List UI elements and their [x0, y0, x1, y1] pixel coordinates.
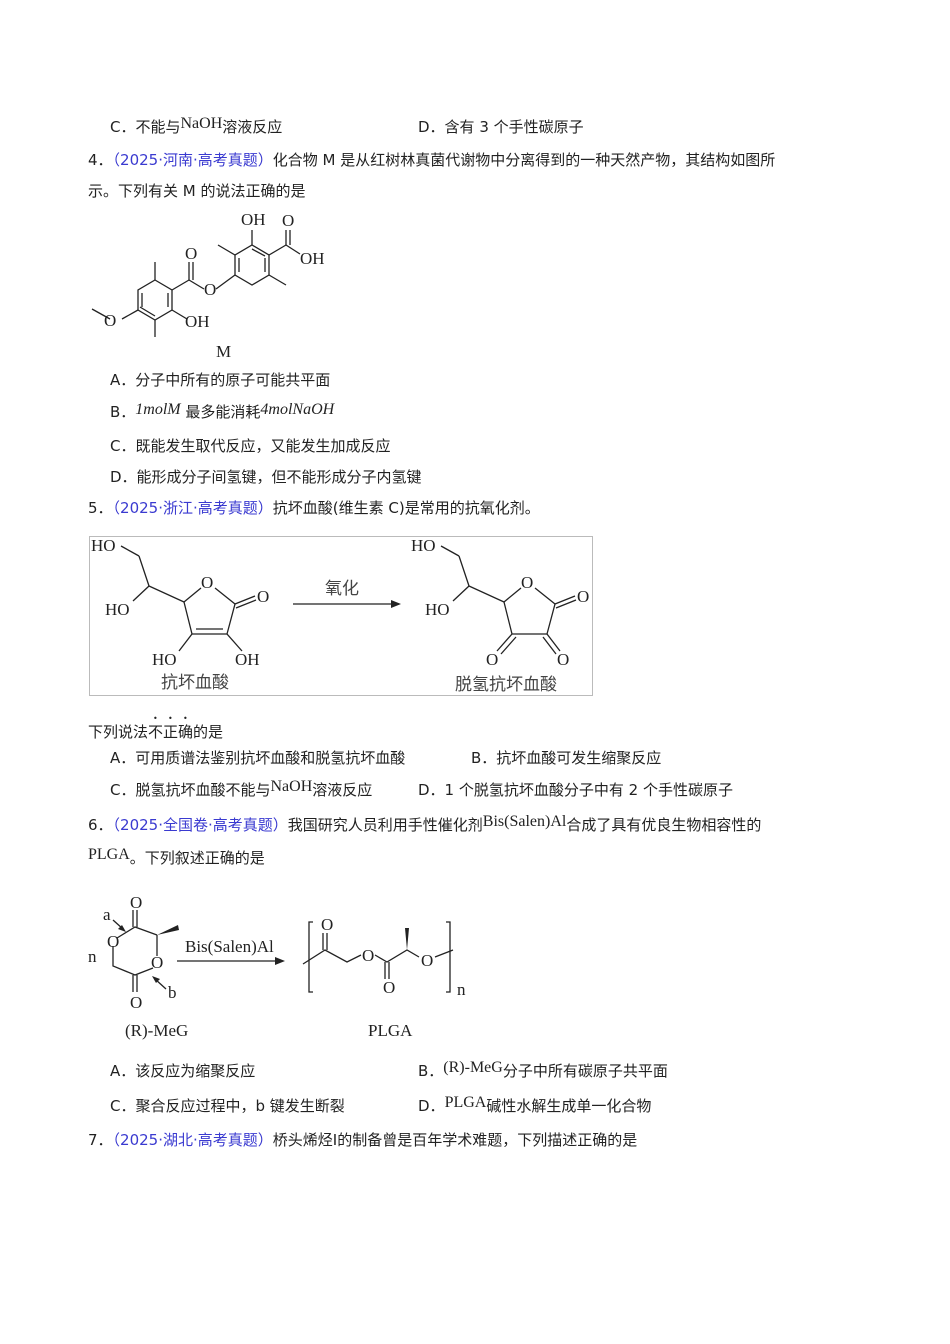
- q5-option-b: B．抗坏血酸可发生缩聚反应: [471, 749, 662, 767]
- question-source: （2025·全国卷·高考真题）: [112, 816, 288, 834]
- question-number: 6．: [88, 816, 113, 834]
- carbonyl-o-label: O: [321, 915, 333, 934]
- formula: NaOH: [270, 778, 313, 795]
- formula: 1molM: [135, 401, 181, 418]
- option-text: 溶液反应: [312, 781, 373, 799]
- question-source: （2025·河南·高考真题）: [112, 151, 273, 169]
- option-text: 最多能消耗: [180, 403, 261, 421]
- stem-text: 抗坏血酸(维生素 C)是常用的抗氧化剂。: [272, 499, 540, 517]
- ring-o-label: O: [521, 573, 533, 592]
- option-text: C．不能与: [110, 118, 181, 136]
- compound-label: M: [216, 342, 231, 361]
- q4-stem-cont: 示。下列有关 M 的说法正确的是: [88, 182, 306, 200]
- stem-text: 我国研究人员利用手性催化剂: [287, 816, 483, 834]
- formula: PLGA: [88, 846, 130, 863]
- formula: (R)-MeG: [443, 1059, 503, 1076]
- q4-option-b: B．1molM 最多能消耗4molNaOH: [110, 401, 335, 423]
- q4-stem: 4．（2025·河南·高考真题）化合物 M 是从红树林真菌代谢物中分离得到的一种…: [88, 150, 775, 170]
- formula: Bis(Salen)Al: [482, 813, 567, 830]
- option-text: D．: [418, 1097, 445, 1115]
- methoxy-o-label: O: [104, 311, 116, 330]
- carbonyl-o-label: O: [577, 587, 589, 606]
- q5-question: 下列说法不正确的是: [88, 714, 223, 742]
- reactant-label: (R)-MeG: [125, 1021, 188, 1040]
- carbonyl-o-label: O: [557, 650, 569, 669]
- q7-stem: 7．（2025·湖北·高考真题）桥头烯烃Ⅰ的制备曾是百年学术难题，下列描述正确的…: [88, 1130, 637, 1150]
- q3-option-c: C．不能与NaOH溶液反应: [110, 115, 283, 138]
- option-text: 溶液反应: [222, 118, 283, 136]
- hydroxyl-label: HO: [91, 536, 116, 555]
- carbonyl-o-label: O: [130, 993, 142, 1012]
- ring-o-label: O: [107, 932, 119, 951]
- ring-o-label: O: [151, 953, 163, 972]
- question-text: 下列说法: [88, 723, 149, 741]
- hydroxyl-label: HO: [105, 600, 130, 619]
- option-text: C．脱氢抗坏血酸不能与: [110, 781, 271, 799]
- question-number: 5．: [88, 499, 113, 517]
- compound-m-structure: OH O OH O O OH O M: [91, 210, 325, 361]
- q6-stem-cont: PLGA。下列叙述正确的是: [88, 846, 265, 869]
- hydroxyl-label: HO: [425, 600, 450, 619]
- hydroxyl-label: OH: [235, 650, 260, 669]
- carbonyl-o-label: O: [383, 978, 395, 997]
- repeat-n-label: n: [457, 980, 466, 999]
- option-text: 分子中所有碳原子共平面: [502, 1062, 668, 1080]
- q6-option-a: A．该反应为缩聚反应: [110, 1062, 256, 1080]
- formula: PLGA: [444, 1094, 487, 1111]
- q5-stem: 5．（2025·浙江·高考真题）抗坏血酸(维生素 C)是常用的抗氧化剂。: [88, 498, 540, 518]
- question-source: （2025·湖北·高考真题）: [112, 1131, 273, 1149]
- q6-option-b: B．(R)-MeG分子中所有碳原子共平面: [418, 1059, 668, 1082]
- q6-stem: 6．（2025·全国卷·高考真题）我国研究人员利用手性催化剂Bis(Salen)…: [88, 813, 762, 836]
- dehydroascorbic-acid-label: 脱氢抗坏血酸: [455, 675, 557, 695]
- ester-o-label: O: [204, 280, 216, 299]
- q5-option-a: A．可用质谱法鉴别抗坏血酸和脱氢抗坏血酸: [110, 749, 406, 767]
- vitamin-c-figure-frame: [89, 536, 593, 696]
- bond-a-label: a: [103, 905, 111, 924]
- formula: 4molNaOH: [260, 401, 335, 418]
- q6-option-d: D．PLGA碱性水解生成单一化合物: [418, 1094, 652, 1117]
- catalyst-label: Bis(Salen)Al: [185, 937, 274, 956]
- option-text: B．: [418, 1062, 444, 1080]
- option-text: 碱性水解生成单一化合物: [486, 1097, 652, 1115]
- carbonyl-o-label: O: [185, 244, 197, 263]
- carbonyl-o-label: O: [257, 587, 269, 606]
- ester-o-label: O: [362, 946, 374, 965]
- question-number: 7．: [88, 1131, 113, 1149]
- q5-option-c: C．脱氢抗坏血酸不能与NaOH溶液反应: [110, 778, 373, 801]
- hydroxyl-label: OH: [300, 249, 325, 268]
- ring-o-label: O: [201, 573, 213, 592]
- n-label: n: [88, 947, 97, 966]
- carbonyl-o-label: O: [130, 893, 142, 912]
- stem-text: 。下列叙述正确的是: [129, 849, 265, 867]
- q4-option-a: A．分子中所有的原子可能共平面: [110, 371, 331, 389]
- hydroxyl-label: HO: [152, 650, 177, 669]
- vitamin-c-oxidation-figure: HO HO O O HO OH 抗坏血酸 氧化 HO HO O O O O 脱氢…: [91, 536, 589, 695]
- carbonyl-o-label: O: [282, 211, 294, 230]
- ascorbic-acid-label: 抗坏血酸: [161, 673, 229, 693]
- option-text: B．: [110, 403, 136, 421]
- q3-option-d: D．含有 3 个手性碳原子: [418, 118, 584, 136]
- stem-text: 桥头烯烃Ⅰ的制备曾是百年学术难题，下列描述正确的是: [272, 1131, 638, 1149]
- formula: NaOH: [180, 115, 223, 132]
- emphasized-text: 不正确: [148, 723, 194, 741]
- hydroxyl-label: OH: [185, 312, 210, 331]
- carbonyl-o-label: O: [486, 650, 498, 669]
- hydroxyl-label: HO: [411, 536, 436, 555]
- q4-option-c: C．既能发生取代反应，又能发生加成反应: [110, 437, 391, 455]
- plga-synthesis-figure: O O O O a b n (R)-MeG Bis(Salen)Al O O O…: [88, 893, 466, 1040]
- q4-option-d: D．能形成分子间氢键，但不能形成分子内氢键: [110, 468, 422, 486]
- ether-o-label: O: [421, 951, 433, 970]
- question-text: 的是: [193, 723, 224, 741]
- question-source: （2025·浙江·高考真题）: [112, 499, 273, 517]
- reaction-condition-label: 氧化: [325, 579, 359, 599]
- q5-option-d: D．1 个脱氢抗坏血酸分子中有 2 个手性碳原子: [418, 781, 733, 799]
- stem-text: 合成了具有优良生物相容性的: [566, 816, 762, 834]
- q6-option-c: C．聚合反应过程中，b 键发生断裂: [110, 1097, 345, 1115]
- hydroxyl-label: OH: [241, 210, 266, 229]
- product-label: PLGA: [368, 1021, 413, 1040]
- question-number: 4．: [88, 151, 113, 169]
- bond-b-label: b: [168, 983, 177, 1002]
- stem-text: 化合物 M 是从红树林真菌代谢物中分离得到的一种天然产物，其结构如图所: [272, 151, 776, 169]
